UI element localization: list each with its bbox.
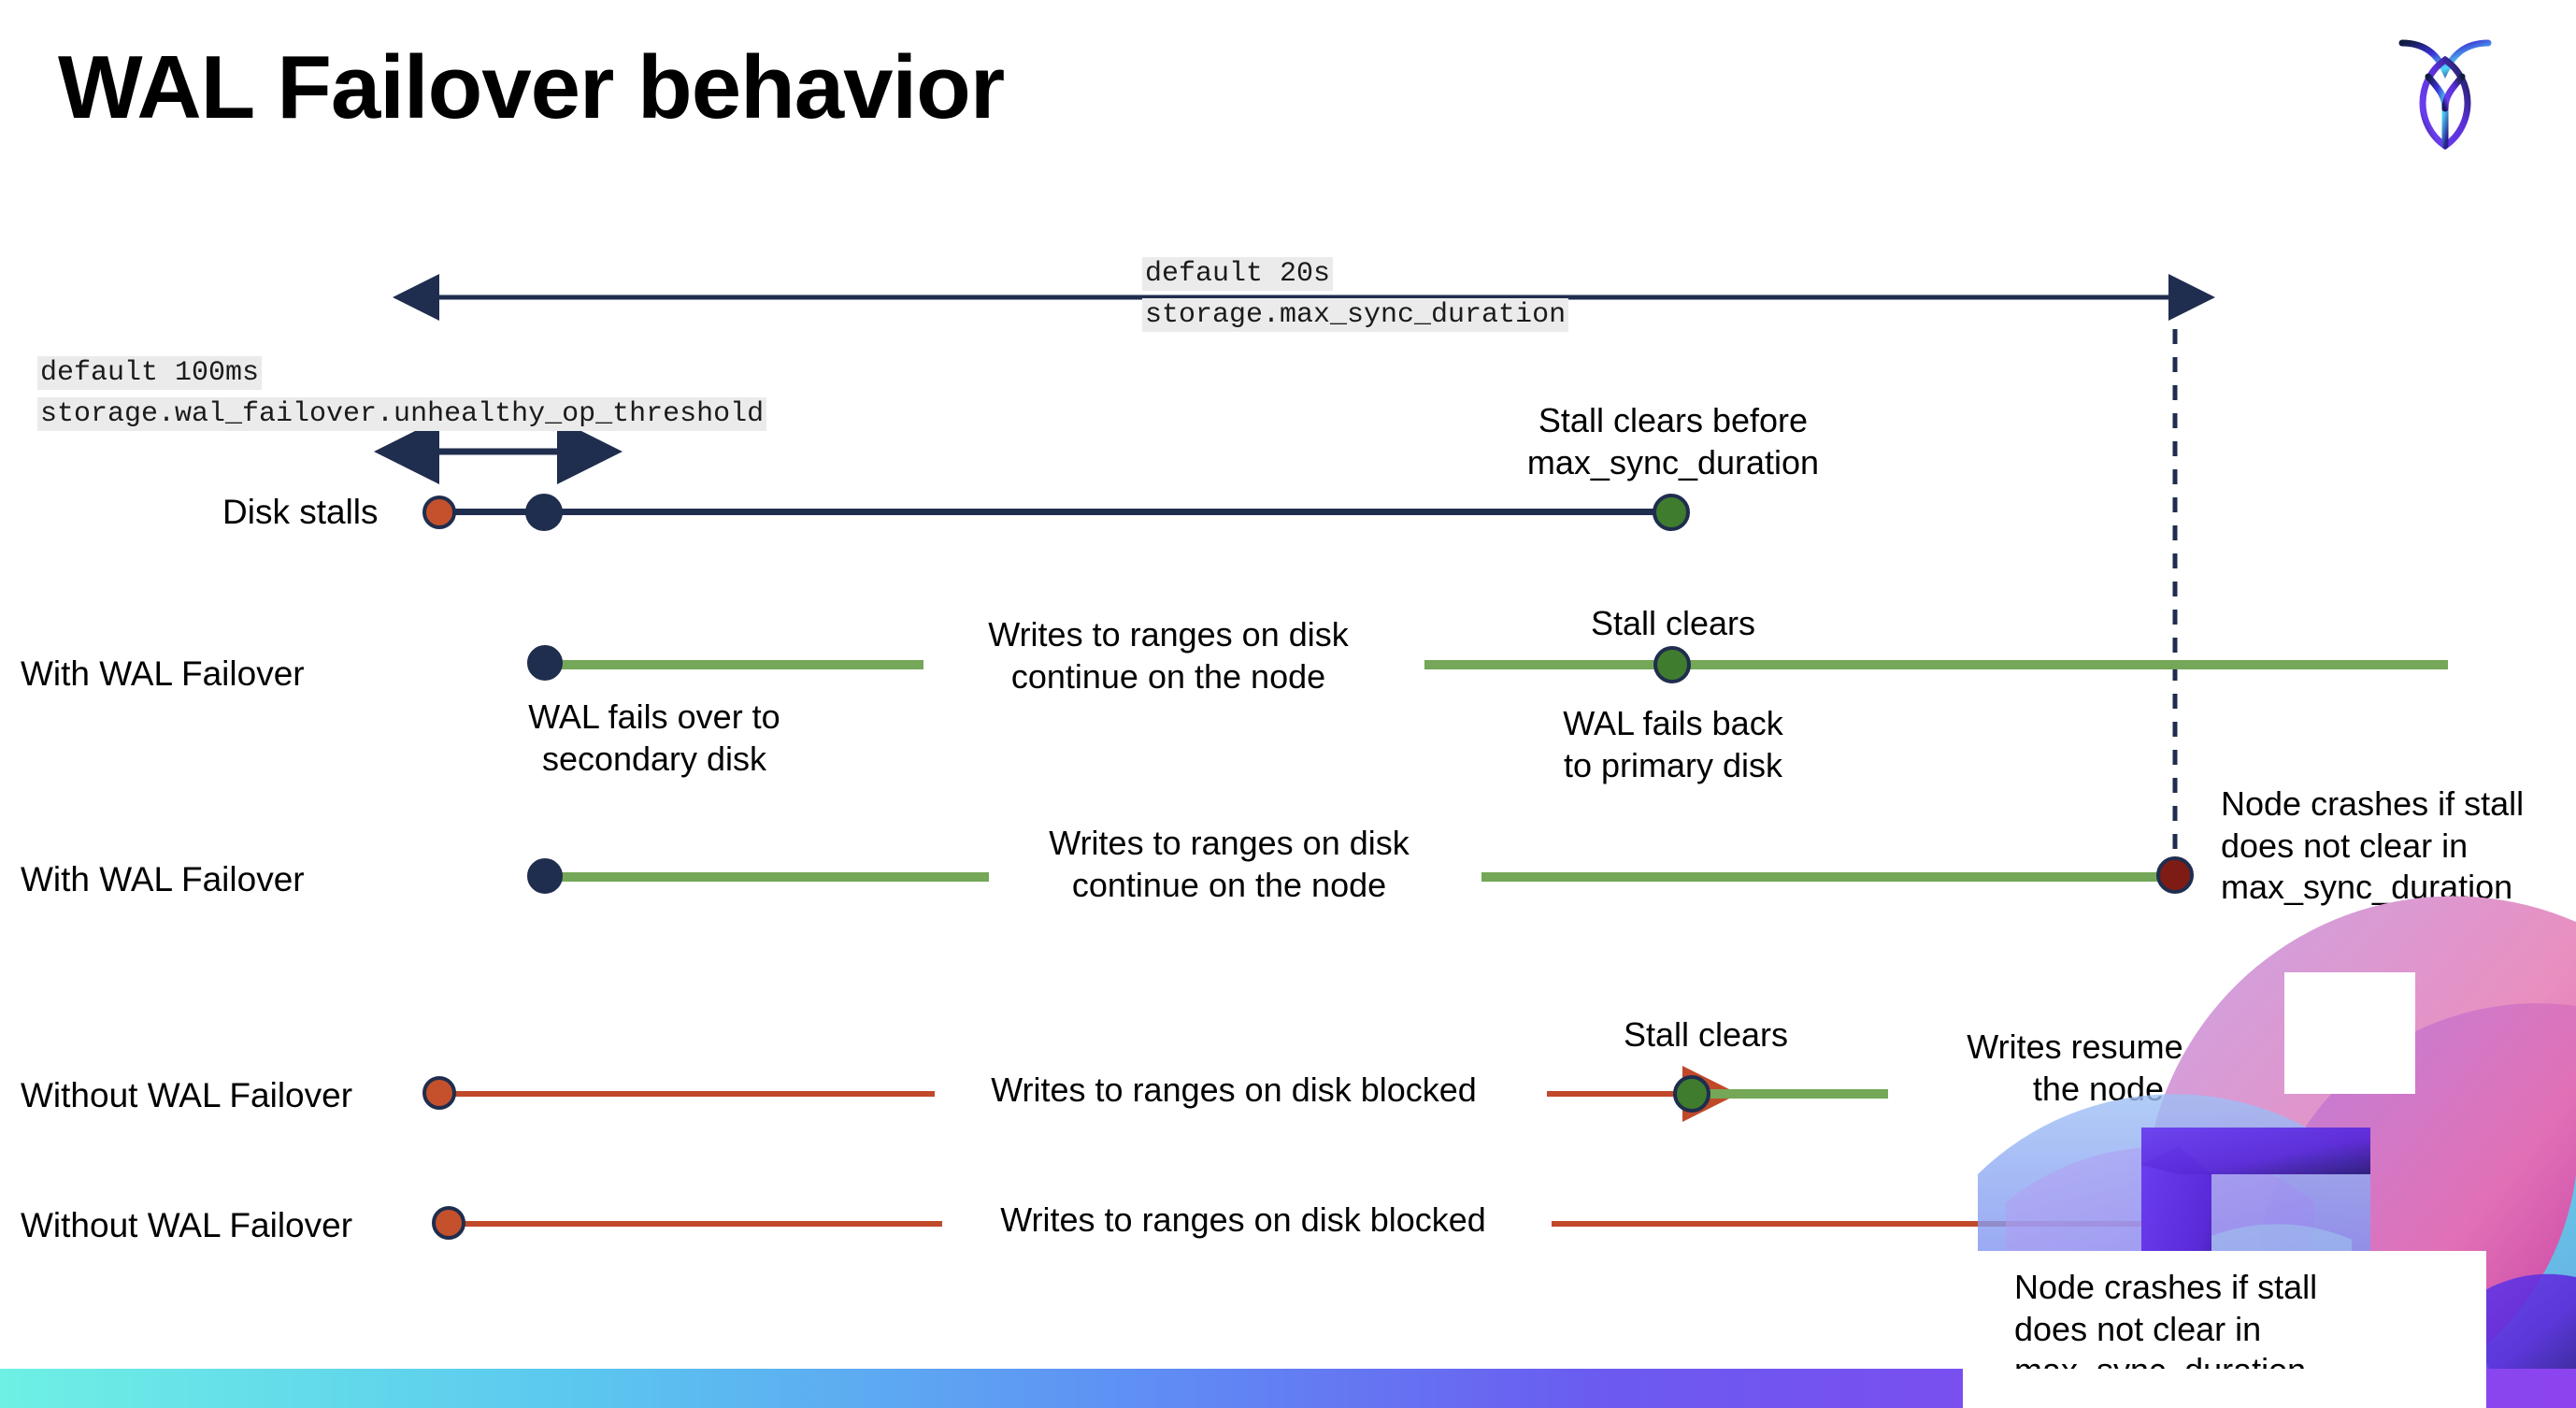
max-sync-default-label: default 20s <box>1142 257 1334 291</box>
row1-timeline-segment <box>439 509 1673 515</box>
row4-blocked-segment <box>439 1091 935 1097</box>
row2-failover-marker <box>527 645 563 681</box>
row5-writes-blocked-note: Writes to ranges on disk blocked <box>1000 1200 1486 1239</box>
max-sync-duration-annotation: default 20s storage.max_sync_duration <box>1142 254 1569 336</box>
row4-stall-clear-marker <box>1673 1075 1710 1113</box>
row3-timeline-segment-a <box>540 872 989 882</box>
row3-failover-marker <box>527 858 563 894</box>
row5-callout-overbar <box>1963 1369 2486 1408</box>
row-label-with-wal-failover-2: With WAL Failover <box>21 860 305 898</box>
unhealthy-op-threshold-annotation: default 100ms storage.wal_failover.unhea… <box>37 353 767 435</box>
row1-stall-clears-note: Stall clears before max_sync_duration <box>1526 401 1820 481</box>
row3-timeline-segment-b <box>1481 872 2173 882</box>
row1-threshold-marker <box>525 494 563 531</box>
row4-writes-blocked-note: Writes to ranges on disk blocked <box>991 1070 1477 1109</box>
row-label-with-wal-failover-1: With WAL Failover <box>21 654 305 693</box>
unhealthy-setting-label: storage.wal_failover.unhealthy_op_thresh… <box>37 396 767 431</box>
row2-stall-clears-note: Stall clears <box>1590 604 1756 642</box>
row4-stall-start-marker <box>422 1076 456 1110</box>
row-label-disk-stalls: Disk stalls <box>222 493 379 531</box>
row-label-without-wal-failover-1: Without WAL Failover <box>21 1076 353 1114</box>
row1-stall-clear-marker <box>1653 494 1690 531</box>
row4-resume-segment-a <box>1692 1089 1888 1099</box>
row1-stall-start-marker <box>422 496 456 529</box>
row2-timeline-segment-b <box>1424 660 2448 669</box>
row5-blocked-segment <box>447 1221 942 1227</box>
row-label-without-wal-failover-2: Without WAL Failover <box>21 1206 353 1244</box>
page-title: WAL Failover behavior <box>58 37 1005 137</box>
row2-stall-clear-marker <box>1653 646 1691 683</box>
cockroachdb-logo <box>2389 22 2501 163</box>
row3-node-crashes-note: Node crashes if stall does not clear in … <box>2221 784 2525 907</box>
row2-wal-fails-back-note: WAL fails back to primary disk <box>1563 704 1783 784</box>
unhealthy-default-label: default 100ms <box>37 356 263 390</box>
row3-writes-continue-note: Writes to ranges on disk continue on the… <box>1049 824 1410 904</box>
row4-stall-clears-note: Stall clears <box>1623 1015 1789 1054</box>
row2-writes-continue-note: Writes to ranges on disk continue on the… <box>988 615 1349 696</box>
row2-wal-failover-note: WAL fails over to secondary disk <box>528 697 780 778</box>
max-sync-setting-label: storage.max_sync_duration <box>1142 297 1569 332</box>
row5-stall-start-marker <box>432 1206 465 1240</box>
row2-timeline-segment-a <box>540 660 923 669</box>
row3-node-crash-marker <box>2156 856 2194 894</box>
art-mask-upper <box>2284 972 2415 1094</box>
